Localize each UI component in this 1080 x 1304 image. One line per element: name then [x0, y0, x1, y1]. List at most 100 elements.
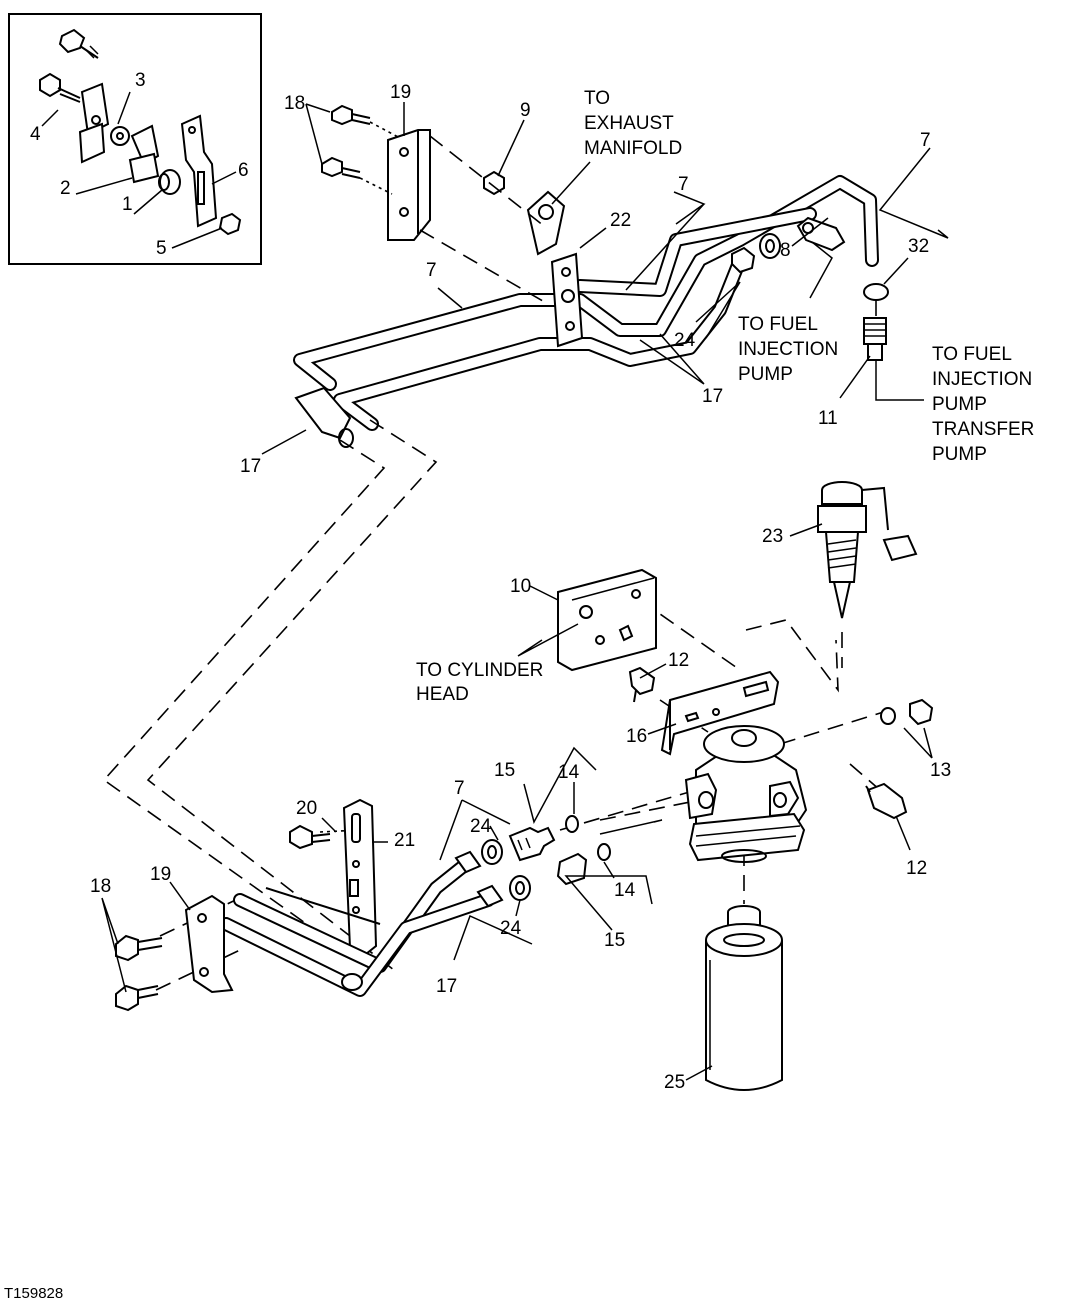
callout-15: 15: [494, 760, 515, 781]
sensor-23: [817, 481, 918, 668]
callout-12: 12: [668, 650, 689, 671]
callout-7: 7: [920, 130, 931, 151]
callout-5: 5: [156, 238, 167, 259]
callout-13: 13: [930, 760, 951, 781]
callout-15: 15: [604, 930, 625, 951]
callout-4: 4: [30, 124, 41, 145]
washer-14-upper: [565, 815, 579, 833]
callout-18: 18: [284, 93, 305, 114]
bolts-18-top: [321, 104, 401, 195]
inset-bolt-4: [39, 72, 81, 103]
svg-text:INJECTION: INJECTION: [738, 339, 838, 360]
callout-9: 9: [520, 100, 531, 121]
callout-10: 10: [510, 576, 531, 597]
fitting-11: [863, 317, 887, 361]
nut-9: [483, 170, 505, 196]
callout-14: 14: [558, 762, 580, 783]
clamp-detail-inset: 4 3 6 2 1 5: [8, 13, 262, 265]
svg-text:MANIFOLD: MANIFOLD: [584, 138, 682, 159]
callout-23: 23: [762, 526, 783, 547]
callout-12: 12: [906, 858, 927, 879]
route-dash-d: [419, 229, 549, 305]
note-transfer-pump: TO FUEL INJECTION PUMP TRANSFER PUMP: [932, 344, 1034, 465]
figure-id: T159828: [4, 1285, 63, 1302]
fitting-15-lower: [556, 852, 588, 886]
washer-14-lower: [597, 843, 611, 861]
callout-7: 7: [454, 778, 465, 799]
note-fuel-injection-pump: TO FUEL INJECTION PUMP: [738, 314, 838, 385]
bolt-12-lower: [865, 782, 908, 820]
callout-19: 19: [150, 864, 171, 885]
fitting-15-upper: [508, 826, 556, 862]
callout-6: 6: [238, 160, 249, 181]
callout-2: 2: [60, 178, 71, 199]
cap-32: [863, 283, 889, 301]
callout-18: 18: [90, 876, 111, 897]
callout-17: 17: [436, 976, 457, 997]
bracket-21: [342, 798, 378, 956]
washer-24-top: [759, 233, 781, 259]
callout-24: 24: [500, 918, 522, 939]
bracket-19-bottom: [184, 894, 234, 994]
bracket-22: [526, 190, 584, 348]
inset-nut-5: [218, 212, 242, 236]
bracket-19-top: [387, 129, 431, 241]
callout-19: 19: [390, 82, 411, 103]
inset-top-bolt: [58, 28, 99, 59]
inset-clamp-half: [128, 124, 160, 184]
callout-7: 7: [426, 260, 437, 281]
callout-11: 11: [818, 408, 838, 429]
callout-21: 21: [394, 830, 415, 851]
bracket-16: [660, 670, 780, 756]
callout-8: 8: [780, 240, 791, 261]
svg-text:PUMP: PUMP: [932, 394, 987, 415]
inset-bracket-6: [180, 114, 218, 228]
tube-fittings-lower: [341, 850, 504, 991]
plate-10: [557, 568, 657, 672]
callout-32: 32: [908, 236, 929, 257]
filter-head: [684, 725, 808, 863]
bolts-18-bottom: [115, 934, 163, 1012]
callout-3: 3: [135, 70, 146, 91]
inset-clamp-2: [78, 82, 110, 164]
note-cylinder-head: TO CYLINDER HEAD: [416, 660, 543, 705]
nut-top: [731, 246, 756, 274]
route-dash-a: [146, 419, 438, 971]
callout-17: 17: [702, 386, 723, 407]
route-dash-b: [102, 439, 386, 953]
route-dash-e: [745, 619, 839, 693]
fitting-17-left: [294, 386, 354, 448]
callout-24: 24: [470, 816, 492, 837]
callout-24: 24: [674, 330, 696, 351]
svg-text:TRANSFER: TRANSFER: [932, 419, 1034, 440]
inset-washer-3: [110, 126, 130, 146]
nuts-13: [880, 698, 934, 726]
callout-1: 1: [122, 194, 133, 215]
note-exhaust-manifold: TO EXHAUST MANIFOLD: [584, 88, 682, 159]
callout-14: 14: [614, 880, 636, 901]
svg-text:TO: TO: [584, 88, 610, 109]
filter-canister-25: [705, 905, 783, 1091]
callout-7: 7: [678, 174, 689, 195]
svg-text:INJECTION: INJECTION: [932, 369, 1032, 390]
svg-text:TO FUEL: TO FUEL: [932, 344, 1012, 365]
callout-25: 25: [664, 1072, 685, 1093]
callout-22: 22: [610, 210, 631, 231]
svg-text:PUMP: PUMP: [738, 364, 793, 385]
fuel-lines-bottom: [219, 857, 495, 997]
inset-frame: [8, 13, 262, 265]
callout-16: 16: [626, 726, 647, 747]
fuel-lines-top: [293, 175, 879, 431]
route-dash-f: [639, 599, 741, 671]
svg-text:TO FUEL: TO FUEL: [738, 314, 818, 335]
svg-text:TO CYLINDER: TO CYLINDER: [416, 660, 543, 681]
svg-text:EXHAUST: EXHAUST: [584, 113, 674, 134]
washer-24-lower: [509, 875, 531, 901]
washer-24-upper: [481, 839, 503, 865]
callout-20: 20: [296, 798, 317, 819]
callout-17: 17: [240, 456, 261, 477]
svg-text:HEAD: HEAD: [416, 684, 469, 705]
bolt-20: [289, 824, 331, 850]
svg-text:PUMP: PUMP: [932, 444, 987, 465]
